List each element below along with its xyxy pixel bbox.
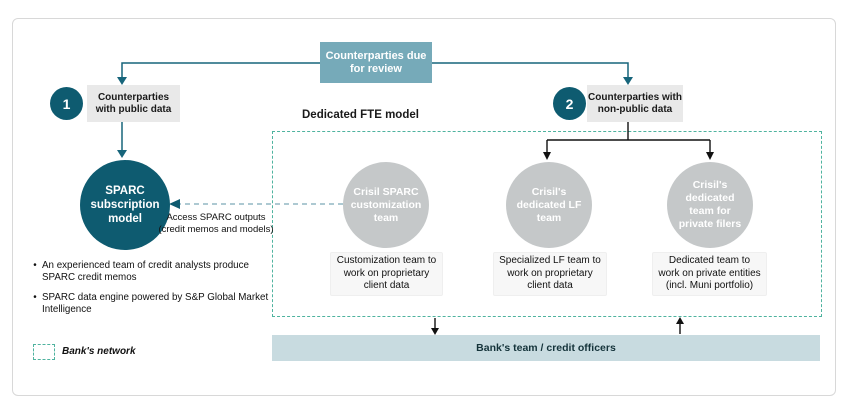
team-desc-lf-team: Specialized LF team to work on proprieta…: [493, 252, 607, 296]
bullet-dot: •: [33, 292, 37, 303]
branch1-number-badge: 1: [50, 87, 83, 120]
team-desc-private-filers: Dedicated team to work on private entiti…: [652, 252, 767, 296]
branch2-number-badge: 2: [553, 87, 586, 120]
sparc-subscription-model-node: SPARC subscription model: [80, 160, 170, 250]
top-node-counterparties-due: Counterparties due for review: [320, 42, 432, 83]
branch2-label: Counterparties with non-public data: [587, 85, 683, 122]
fte-model-title: Dedicated FTE model: [302, 109, 419, 121]
bullet-item: • SPARC data engine powered by S&P Globa…: [28, 292, 273, 316]
team-node-private-filers: Crisil's dedicated team for private file…: [667, 162, 753, 248]
bullet-text: An experienced team of credit analysts p…: [42, 260, 249, 283]
team-node-lf-team: Crisil's dedicated LF team: [506, 162, 592, 248]
access-sparc-outputs-note: Access SPARC outputs (credit memos and m…: [158, 212, 274, 235]
legend-dashed-swatch: [33, 344, 55, 360]
bullet-dot: •: [33, 260, 37, 271]
team-node-customization: Crisil SPARC customization team: [343, 162, 429, 248]
team-desc-customization: Customization team to work on proprietar…: [330, 252, 443, 296]
legend-label: Bank's network: [62, 346, 136, 357]
branch1-label: Counterparties with public data: [87, 85, 180, 122]
bank-team-bar: Bank's team / credit officers: [272, 335, 820, 361]
sparc-bullet-list: • An experienced team of credit analysts…: [28, 260, 273, 324]
outer-border: [12, 18, 836, 396]
bullet-item: • An experienced team of credit analysts…: [28, 260, 273, 284]
bullet-text: SPARC data engine powered by S&P Global …: [42, 292, 269, 315]
